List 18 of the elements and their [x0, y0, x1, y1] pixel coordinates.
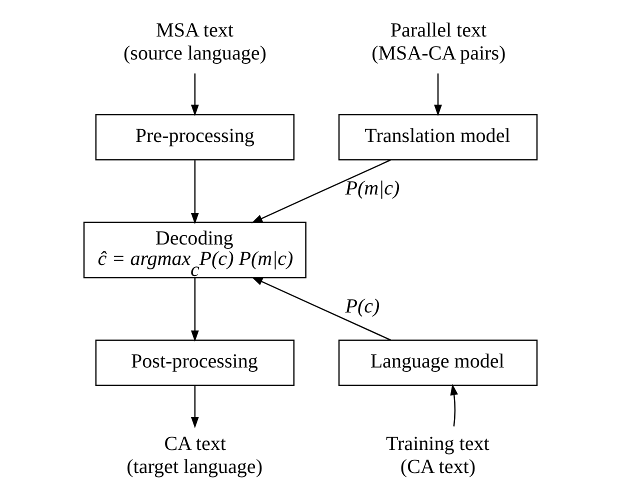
arrow — [434, 73, 442, 116]
arrow — [251, 159, 391, 224]
arrow — [450, 384, 458, 426]
node-box: Language model — [338, 340, 538, 386]
arrow — [190, 160, 199, 224]
arrow — [190, 278, 199, 342]
node-text: Parallel text (MSA-CA pairs) — [372, 20, 506, 64]
node-box: Pre-processing — [95, 114, 295, 160]
arrow — [190, 386, 199, 428]
node-box: Post-processing — [95, 340, 295, 386]
edge-label: P(m|c) — [345, 178, 400, 200]
arrow — [190, 73, 199, 116]
arrow — [251, 276, 392, 341]
node-text: CA text (target language) — [126, 433, 263, 478]
node-text: Training text (CA text) — [386, 433, 490, 478]
node-box: Translation model — [338, 114, 538, 160]
node-text: MSA text (source language) — [123, 20, 266, 64]
edge-label: P(c) — [345, 295, 380, 318]
